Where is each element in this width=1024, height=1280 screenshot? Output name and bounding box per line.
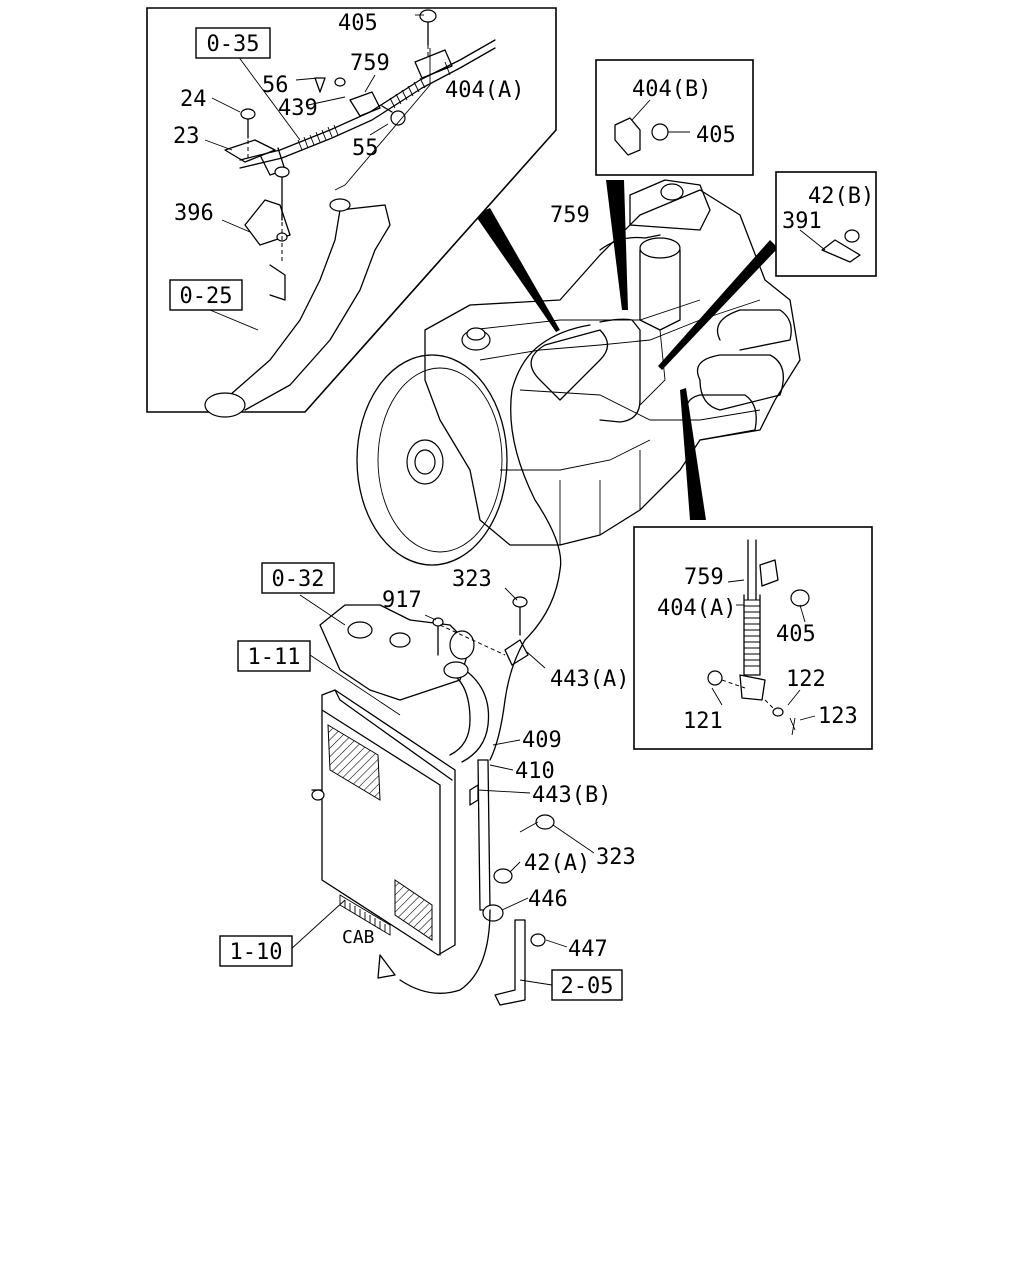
label-122: 122 [786, 667, 826, 692]
label-443a: 443(A) [550, 667, 629, 692]
label-42b: 42(B) [808, 184, 874, 209]
label-443b: 443(B) [532, 783, 611, 808]
radiator-fins [344, 900, 386, 932]
label-55: 55 [352, 136, 379, 161]
ref-box-2-05: 2-05 [551, 969, 623, 1001]
label-405-b: 405 [696, 123, 736, 148]
label-759-right: 759 [684, 565, 724, 590]
ref-label-1-11: 1-11 [248, 645, 301, 670]
ref-label-0-25: 0-25 [180, 284, 233, 309]
ref-label-1-10: 1-10 [230, 940, 283, 965]
label-23: 23 [173, 124, 200, 149]
label-404b: 404(B) [632, 77, 711, 102]
label-404a-top: 404(A) [445, 78, 524, 103]
ref-label-2-05: 2-05 [561, 974, 614, 999]
detail-panel-404b [595, 59, 754, 176]
ref-box-1-11: 1-11 [237, 640, 311, 672]
detail-panel-top-left [146, 7, 557, 418]
label-405-top: 405 [338, 11, 378, 36]
bolt-24 [240, 108, 256, 139]
ref-label-0-32: 0-32 [272, 567, 325, 592]
engine-block [356, 179, 801, 641]
ref-box-0-35: 0-35 [195, 27, 271, 59]
bolt-405-top [419, 9, 437, 46]
label-759-top: 759 [350, 51, 390, 76]
cable-ribs-right [744, 599, 760, 667]
label-42a: 42(A) [524, 851, 590, 876]
label-396: 396 [174, 201, 214, 226]
label-405-right: 405 [776, 622, 816, 647]
ref-box-0-32: 0-32 [261, 562, 335, 594]
cable-ribs-top [297, 77, 426, 151]
ref-box-1-10: 1-10 [219, 935, 293, 967]
detail-panel-right [633, 526, 873, 750]
label-446: 446 [528, 887, 568, 912]
radiator-assembly [289, 587, 595, 1006]
label-123: 123 [818, 704, 858, 729]
label-409: 409 [522, 728, 562, 753]
label-391: 391 [782, 209, 822, 234]
ref-box-0-25: 0-25 [169, 279, 243, 311]
label-410: 410 [515, 759, 555, 784]
label-439: 439 [278, 96, 318, 121]
detail-panel-42b [775, 171, 877, 277]
label-917: 917 [382, 588, 422, 613]
label-404a-right: 404(A) [657, 596, 736, 621]
label-323-top: 323 [452, 567, 492, 592]
label-cab: CAB [342, 927, 375, 948]
label-56: 56 [262, 73, 289, 98]
label-323-low: 323 [596, 845, 636, 870]
label-759-mid: 759 [550, 203, 590, 228]
bolt-55 [381, 105, 406, 126]
ref-label-0-35: 0-35 [207, 32, 260, 57]
label-24: 24 [180, 87, 207, 112]
label-121: 121 [683, 709, 723, 734]
label-447: 447 [568, 937, 608, 962]
